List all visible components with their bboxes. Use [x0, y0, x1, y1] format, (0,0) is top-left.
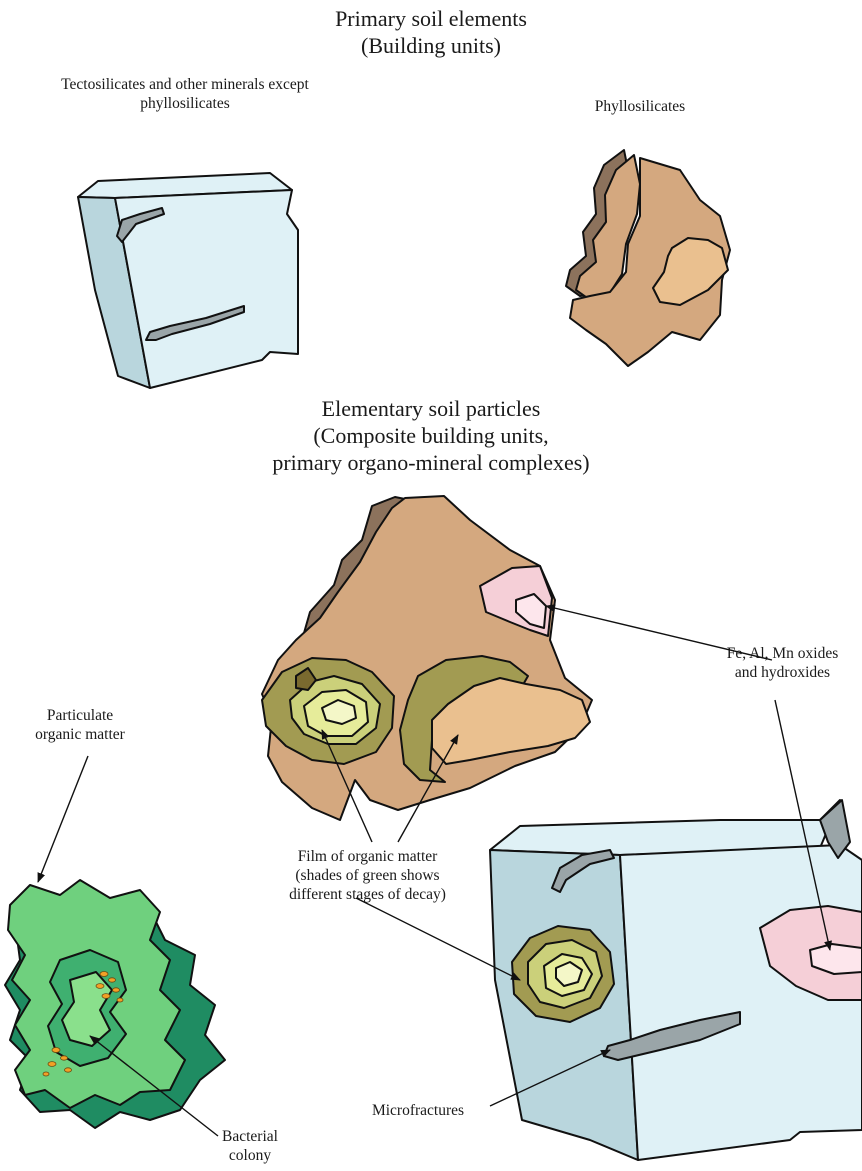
bacteria-dot: [109, 978, 116, 982]
mineral-cube-large: [490, 800, 862, 1160]
tectosilicate-cube: [78, 173, 298, 388]
bacteria-dot: [100, 972, 108, 977]
bacteria-dot: [48, 1062, 56, 1067]
bacteria-dot: [65, 1068, 72, 1072]
bacteria-dot: [96, 984, 104, 989]
bacteria-dot: [43, 1072, 49, 1076]
elementary-particle: [262, 496, 592, 820]
particulate-om-arrow: [38, 756, 88, 882]
bacteria-dot: [61, 1056, 68, 1060]
large-cube-front-face: [620, 845, 862, 1160]
bacteria-dot: [117, 998, 123, 1002]
bacteria-dot: [113, 988, 120, 992]
particulate-organic-matter: [5, 880, 225, 1128]
phyllosilicate-flake: [566, 150, 730, 366]
bacteria-dot: [102, 994, 110, 999]
oxides-arrow: [546, 606, 772, 660]
bacteria-dot: [52, 1048, 60, 1053]
